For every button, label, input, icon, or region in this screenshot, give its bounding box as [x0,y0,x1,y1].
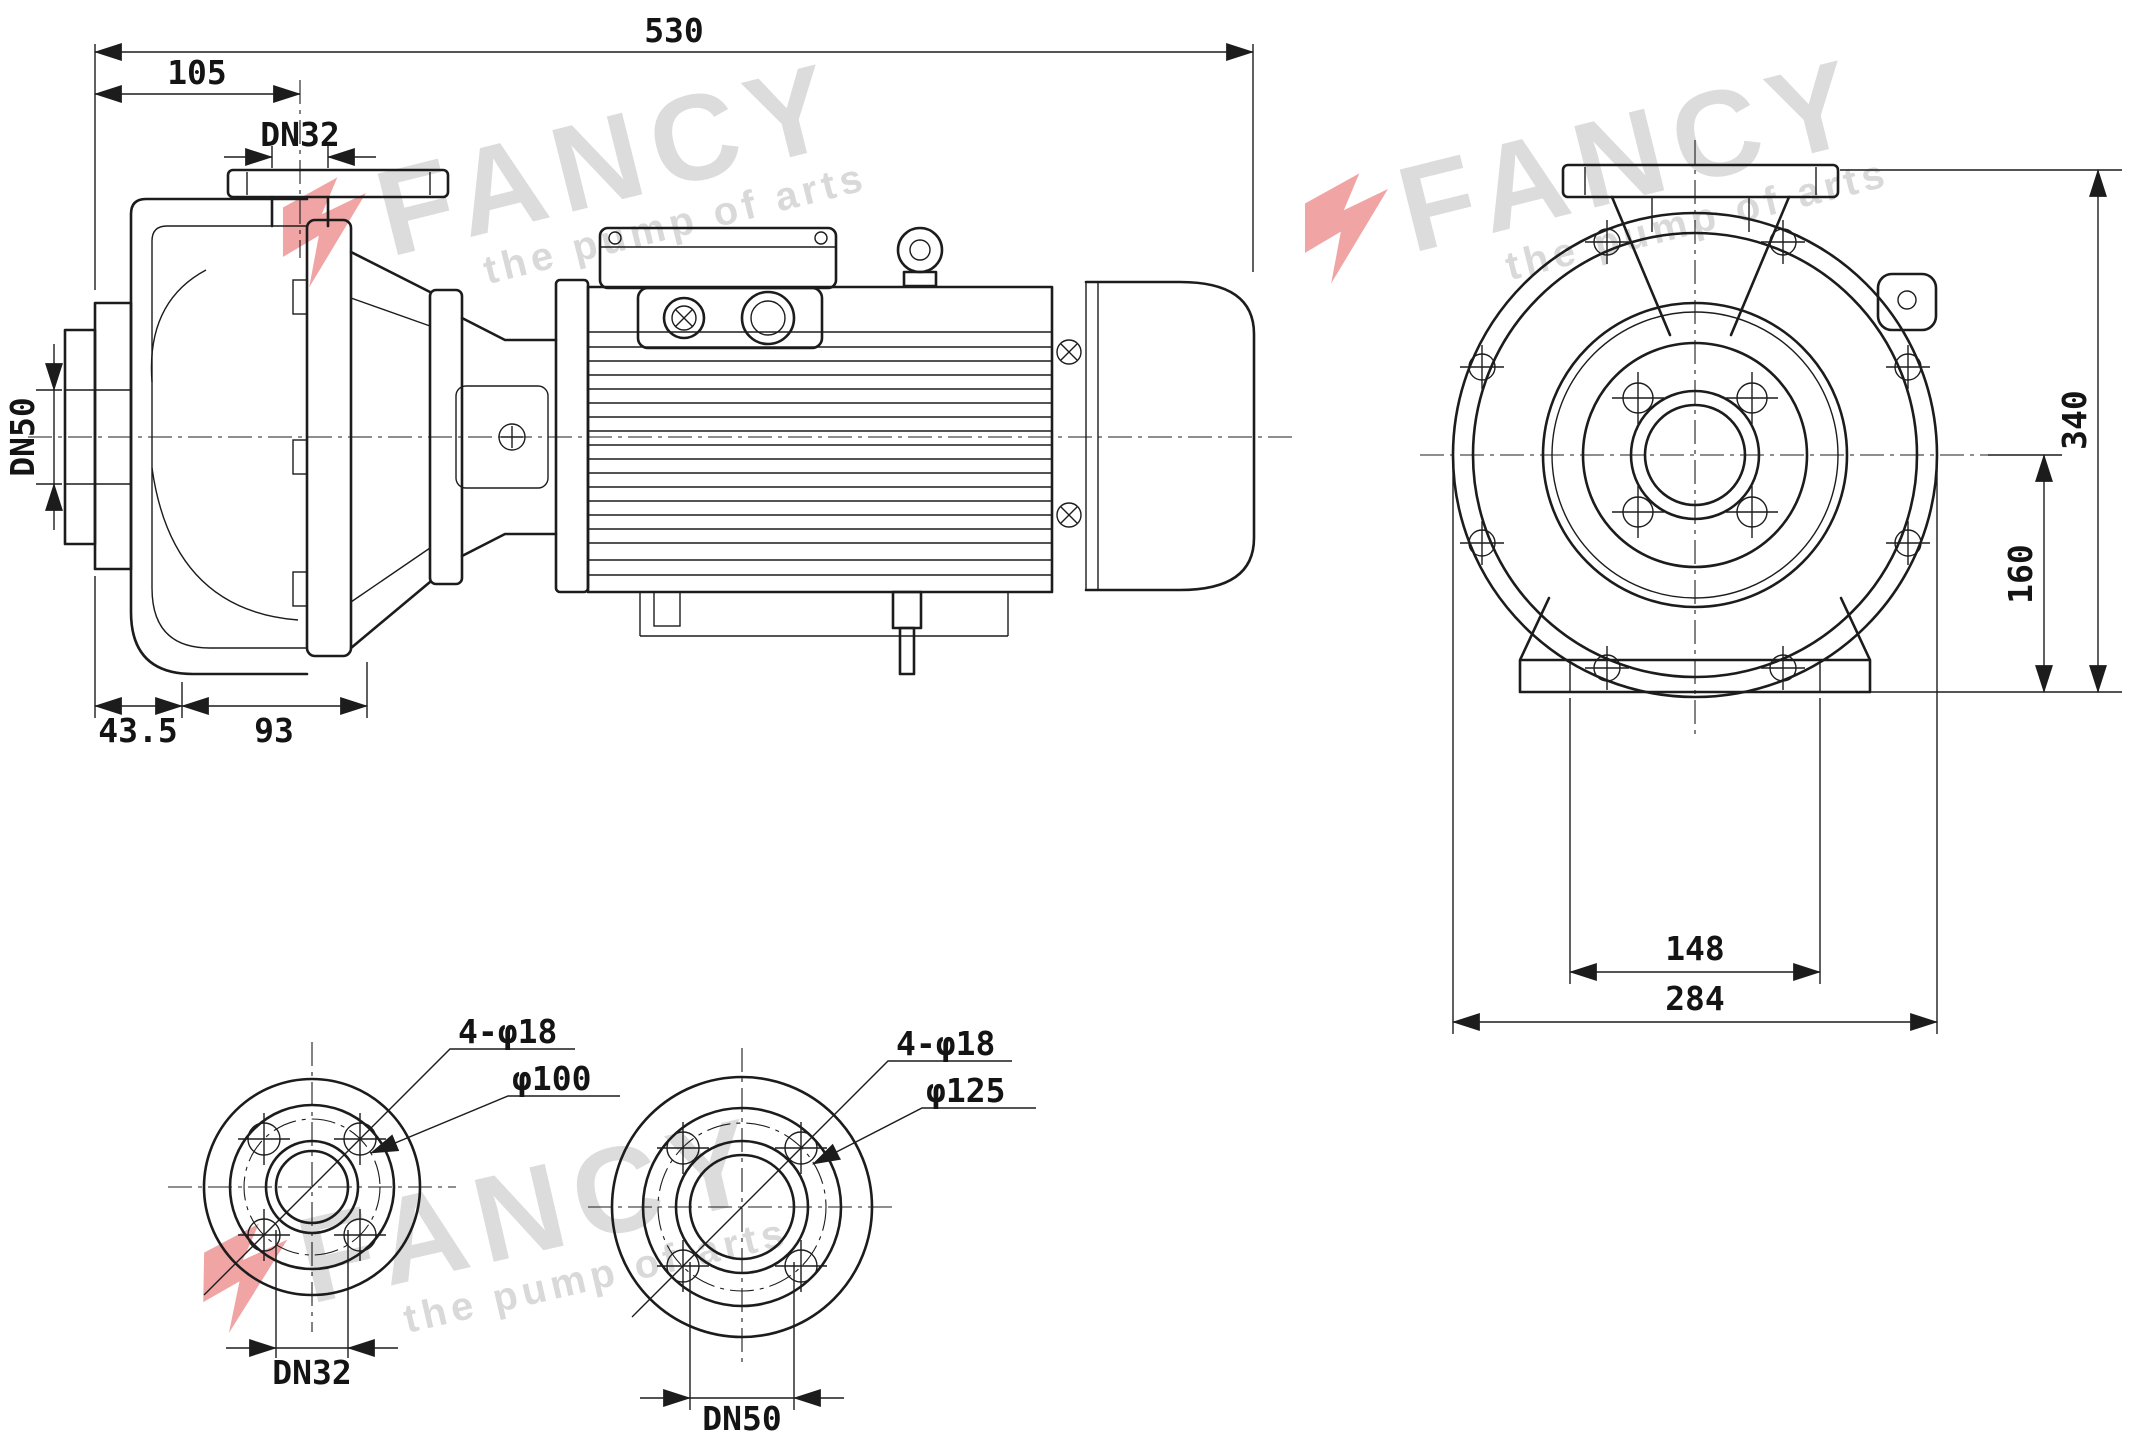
front-view: 148 284 160 340 [1420,140,2122,1034]
flange-detail-dn32: 4-φ18 φ100 DN32 [168,1012,620,1392]
cable-gland-small [662,296,706,340]
watermark-top-right: FANCY the pump of arts [1304,32,1893,289]
dim-bolt-circle-dn50: φ125 [926,1071,1005,1110]
dim-size-dn50: DN50 [702,1399,781,1438]
dim-foot-spacing: 93 [254,711,294,750]
dim-axis-height: 160 [2001,544,2040,604]
motor-end-band [1051,282,1087,592]
dim-overall-length: 530 [644,11,704,50]
casing-backplate [292,218,353,658]
dim-overall-width: 284 [1665,979,1725,1018]
dim-suction-flange: DN50 [3,397,42,476]
front-discharge-flange [1561,163,1840,337]
dim-foot-hole-spacing: 148 [1665,929,1725,968]
dim-discharge-flange: DN32 [260,115,339,154]
dim-overall-height: 340 [2055,390,2094,450]
brand-mark-icon [282,177,366,288]
terminal-box [598,226,838,350]
rim-bolt-holes [1460,220,1930,690]
dim-bolt-circle-dn32: φ100 [512,1059,591,1098]
cable-gland-large [740,290,796,346]
side-view: 530 105 DN32 DN50 43.5 93 [3,11,1295,750]
casing-lug [1876,272,1938,332]
leader-line [203,1048,575,1296]
discharge-flange [226,168,450,199]
side-view-dimensions: 530 105 DN32 DN50 43.5 93 [3,11,1255,750]
fan-cowl [1084,280,1256,592]
pump-volute-casing [129,195,330,676]
drain-plug [891,590,923,630]
inner-bolt-holes [1612,372,1778,538]
dim-foot-offset: 43.5 [98,711,177,750]
dim-bolt-holes-dn50: 4-φ18 [896,1024,995,1063]
leader-line [812,1107,1036,1165]
front-view-dimensions: 148 284 160 340 [1451,168,2122,1034]
motor-cooling-fins [588,346,1052,544]
motor-body [554,278,1054,594]
screw-icon [1060,506,1078,524]
dim-face-to-axis: 105 [167,53,227,92]
suction-flange [63,301,133,571]
dim-bolt-holes-dn32: 4-φ18 [458,1012,557,1051]
bearing-bracket [349,250,558,650]
leader-line [369,1095,620,1154]
front-centerlines [1420,140,1988,735]
flange-detail-dn50: 4-φ18 φ125 DN50 [588,1024,1036,1438]
screw-icon [1060,343,1078,361]
motor-underside [639,590,1009,676]
lifting-eye [896,226,944,288]
leader-line [631,1060,1012,1318]
dim-size-dn32: DN32 [272,1353,351,1392]
brand-mark-icon [1304,173,1388,284]
